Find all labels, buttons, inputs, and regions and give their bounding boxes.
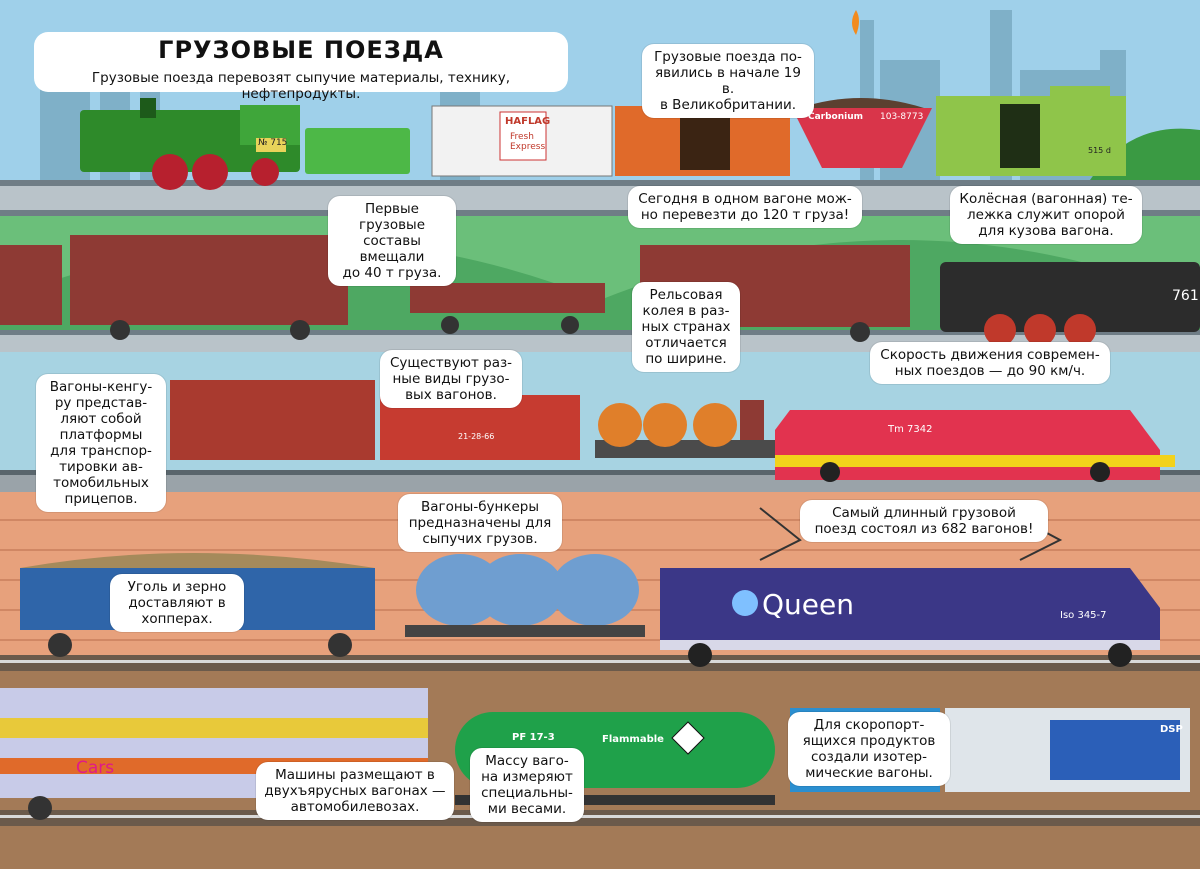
- callout-capacity: Сегодня в одном вагоне мож- но перевезти…: [628, 186, 862, 228]
- callout-kangaroo: Вагоны-кенгу- ру представ- ляют собой пл…: [36, 374, 166, 512]
- flame-icon: [852, 10, 859, 35]
- callout-refrigerated: Для скоропорт- ящихся продуктов создали …: [788, 712, 950, 786]
- callout-types: Существуют раз- ные виды грузо- вых ваго…: [380, 350, 522, 408]
- flammable-label: Flammable: [602, 734, 664, 745]
- callout-bunker: Вагоны-бункеры предназначены для сыпучих…: [398, 494, 562, 552]
- title-box: ГРУЗОВЫЕ ПОЕЗДА Грузовые поезда перевозя…: [34, 32, 568, 102]
- cars-label: Cars: [76, 758, 115, 778]
- green-boxcar: [936, 86, 1126, 176]
- callout-first-trains: Первые грузовые составы вмещали до 40 т …: [328, 196, 456, 286]
- dsp-label: DSP: [1160, 724, 1183, 735]
- steam-loco-number-plate: [256, 138, 286, 152]
- tm-number: Tm 7342: [888, 424, 933, 435]
- queen-label: Queen: [762, 588, 854, 621]
- steam-loco-number-black: 761: [1172, 288, 1199, 304]
- white-refrigerator-wagon: [431, 105, 613, 177]
- barrel-wagon: [595, 400, 775, 458]
- hopper-wagon-red: [792, 98, 932, 168]
- callout-history: Грузовые поезда по- явились в начале 19 …: [642, 44, 814, 118]
- electric-locomotive-purple: [660, 507, 1160, 667]
- haflag-label: HAFLAG: [505, 116, 551, 127]
- red-diesel-locomotive: [775, 410, 1175, 482]
- callout-longest: Самый длинный грузовой поезд состоял из …: [800, 500, 1048, 542]
- callout-bogie: Колёсная (вагонная) те- лежка служит опо…: [950, 186, 1142, 244]
- fresh-express-label: Fresh Express: [510, 132, 546, 152]
- page-title: ГРУЗОВЫЕ ПОЕЗДА: [158, 36, 444, 64]
- steam-locomotive-green: [80, 98, 410, 190]
- cement-hopper-wagon: [405, 554, 645, 637]
- callout-speed: Скорость движения современ- ных поездов …: [870, 342, 1110, 384]
- carbonium-label: Carbonium: [808, 112, 864, 122]
- cattle-wagon: [170, 380, 375, 460]
- dr-number: 21-28-66: [458, 432, 495, 441]
- steam-loco-number: № 715: [258, 138, 288, 148]
- callout-weight: Массу ваго- на измеряют специальны- ми в…: [470, 748, 584, 822]
- black-steam-locomotive: [940, 262, 1200, 346]
- callout-cars: Машины размещают в двухъярусных вагонах …: [256, 762, 454, 820]
- queen-number: Iso 345-7: [1060, 610, 1107, 621]
- callout-gauge: Рельсовая колея в раз- ных странах отлич…: [632, 282, 740, 372]
- brown-freight-wagons-row2: [0, 235, 910, 342]
- page-subtitle: Грузовые поезда перевозят сыпучие матери…: [91, 70, 511, 102]
- callout-hopper: Уголь и зерно доставляют в хопперах.: [110, 574, 244, 632]
- flammable-hazard-icon: [671, 721, 705, 755]
- carbonium-number: 103-8773: [880, 112, 924, 122]
- queen-logo-icon: [732, 590, 758, 616]
- wagon-mark: 515 d: [1088, 146, 1111, 155]
- tank-code: PF 17-3: [512, 732, 555, 743]
